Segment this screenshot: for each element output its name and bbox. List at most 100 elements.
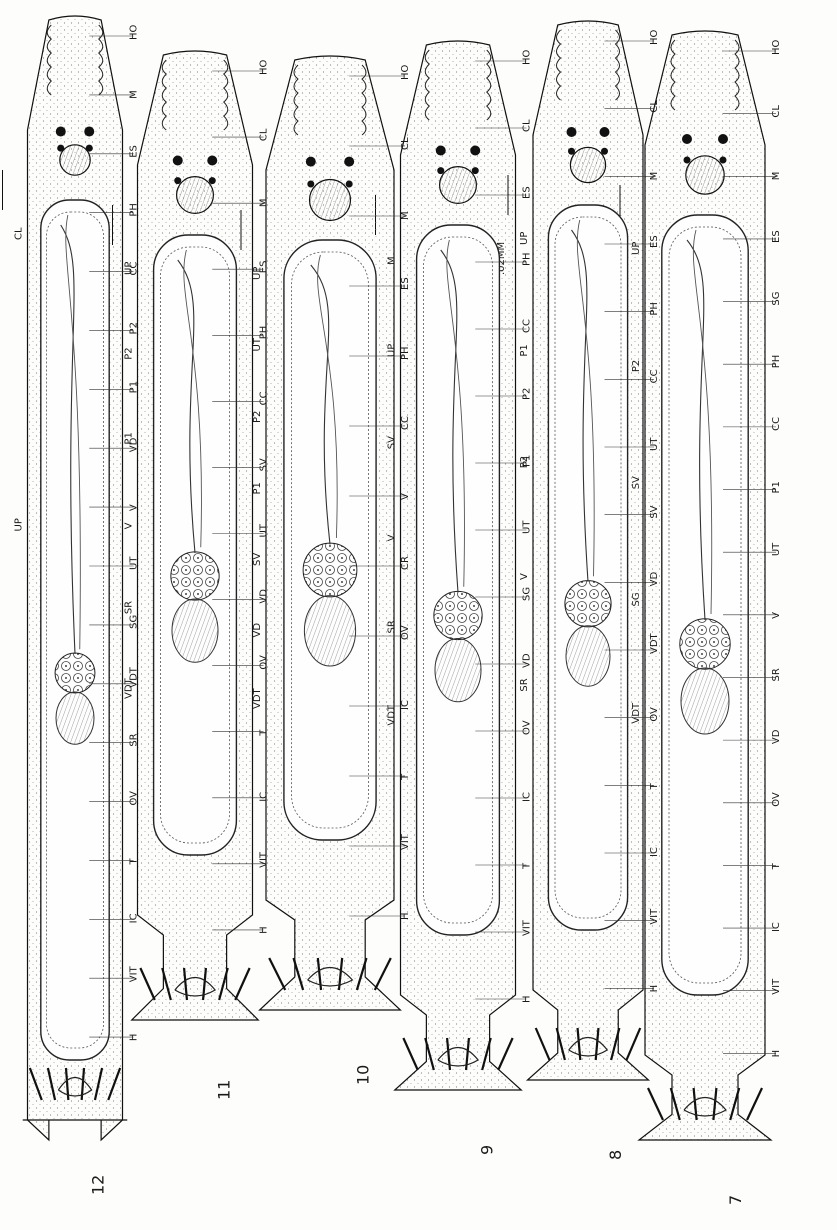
pharynx <box>686 156 724 194</box>
eye-spot <box>207 156 217 166</box>
label-v: V <box>771 612 782 619</box>
label-p2: P2 <box>252 411 263 423</box>
label-ut: UT <box>129 556 140 570</box>
label-m: M <box>259 199 270 208</box>
label-ic: IC <box>259 792 270 802</box>
intestinal-caecum <box>154 235 237 855</box>
eye-spot <box>56 127 66 137</box>
label-sr: SR <box>124 601 135 614</box>
label-v: V <box>519 573 530 580</box>
eye-spot <box>344 157 354 167</box>
label-v: V <box>129 504 140 511</box>
label-es: ES <box>522 186 533 199</box>
eye-spot <box>86 145 93 152</box>
figure-number: 10 <box>353 1065 372 1085</box>
label-ph: PH <box>649 302 660 316</box>
label-up: UP <box>14 518 25 531</box>
eye-spot <box>173 156 183 166</box>
label-ov: OV <box>522 720 533 735</box>
label-ho: HO <box>522 49 533 65</box>
marginal-hook <box>627 1028 641 1060</box>
label-p1: P1 <box>519 344 530 356</box>
testis <box>56 692 94 744</box>
eye-spot <box>307 181 314 188</box>
label-ph: PH <box>400 346 411 360</box>
label-p1: P1 <box>129 381 140 393</box>
pharynx <box>310 180 351 221</box>
testis <box>681 668 729 734</box>
label-t: T <box>771 862 782 870</box>
label-es: ES <box>400 277 411 290</box>
label-vdt: VDT <box>649 632 660 654</box>
testis <box>172 599 218 662</box>
label-ho: HO <box>649 29 660 45</box>
label-p2: P2 <box>522 388 533 400</box>
label-t: T <box>649 782 660 790</box>
label-cc: CC <box>771 417 782 431</box>
label-cc: CC <box>259 391 270 405</box>
label-ov: OV <box>400 625 411 640</box>
label-sg: SG <box>129 615 140 629</box>
label-v: V <box>400 493 411 500</box>
label-es: ES <box>771 230 782 243</box>
label-cc: CC <box>400 416 411 430</box>
label-cc: CC <box>522 319 533 333</box>
label-cc: CC <box>129 262 140 276</box>
label-vd: VD <box>771 729 782 744</box>
label-ut: UT <box>649 437 660 451</box>
label-vit: VIT <box>129 965 140 982</box>
marginal-hook <box>536 1028 550 1060</box>
label-vd: VD <box>259 589 270 604</box>
label-ut: UT <box>259 523 270 537</box>
pharynx <box>60 145 90 175</box>
figure-number: 9 <box>478 1145 497 1155</box>
marginal-hook <box>140 968 154 1000</box>
label-t: T <box>400 773 411 781</box>
testis <box>304 596 355 666</box>
label-vit: VIT <box>522 919 533 936</box>
eye-spot <box>600 127 610 137</box>
label-ut: UT <box>771 542 782 556</box>
ovary <box>55 653 95 693</box>
eye-spot <box>720 157 727 164</box>
label-m: M <box>771 172 782 181</box>
marginal-hook <box>375 958 391 990</box>
marginal-hook <box>235 968 249 1000</box>
figure-11: HOCLMESPHCCSVUTVDOVTICVITHUPP2P1VSRVDT.0… <box>101 51 270 1100</box>
figure-number: 8 <box>606 1150 625 1160</box>
label-sg: SG <box>522 587 533 601</box>
scale-label: .02MM <box>0 237 2 270</box>
label-vit: VIT <box>649 908 660 925</box>
eye-spot <box>437 167 444 174</box>
label-es: ES <box>649 235 660 248</box>
pharynx <box>440 167 477 204</box>
label-vdt: VDT <box>129 666 140 688</box>
label-p1: P1 <box>771 481 782 493</box>
eye-spot <box>470 146 480 156</box>
label-ov: OV <box>129 791 140 806</box>
marginal-hook <box>648 1088 663 1120</box>
label-vdt: VDT <box>252 687 263 709</box>
eye-spot <box>57 145 64 152</box>
eye-spot <box>84 127 94 137</box>
eye-spot <box>718 134 728 144</box>
label-ph: PH <box>259 326 270 340</box>
label-sr: SR <box>519 678 530 691</box>
label-ic: IC <box>522 792 533 802</box>
label-v: V <box>124 522 135 529</box>
label-ph: PH <box>522 252 533 266</box>
figure-10: HOCLMESPHCCVCROVICTVITHUPUTP2P1SVVDVDT.0… <box>229 56 411 1085</box>
label-ho: HO <box>259 59 270 75</box>
label-cl: CL <box>14 227 25 240</box>
label-ic: IC <box>771 922 782 932</box>
label-ho: HO <box>771 39 782 55</box>
label-vit: VIT <box>771 978 782 995</box>
label-ic: IC <box>649 847 660 857</box>
marginal-hook <box>498 1038 512 1070</box>
eye-spot <box>601 148 608 155</box>
marginal-hook <box>403 1038 417 1070</box>
ovary <box>565 581 611 627</box>
ovary <box>680 619 730 669</box>
intestinal-caecum <box>417 225 500 935</box>
label-vd: VD <box>129 437 140 452</box>
